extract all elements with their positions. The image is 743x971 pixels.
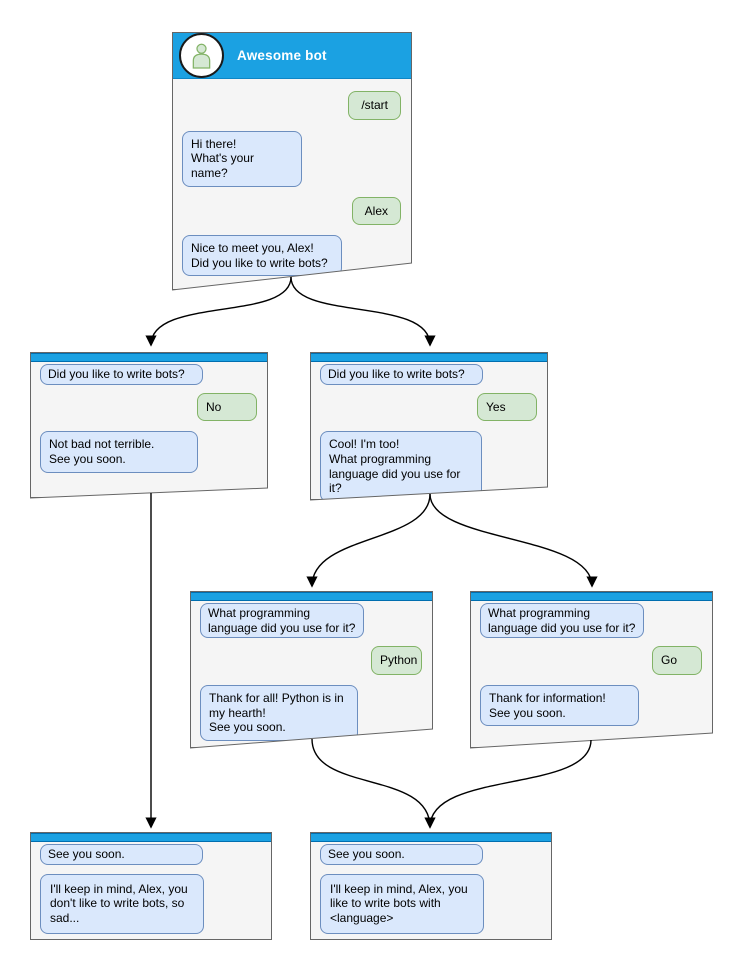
bot-message-bubble[interactable]: Thank for information! See you soon.: [480, 684, 639, 727]
window-title-bar: [311, 833, 551, 842]
user-message-bubble[interactable]: Go: [652, 646, 702, 675]
edge-yes-to-python[interactable]: [306, 493, 431, 588]
chat-window-header: Awesome bot: [173, 33, 411, 79]
chat-window-branch-no[interactable]: Did you like to write bots? No Not bad n…: [30, 352, 268, 498]
user-message-bubble[interactable]: /start: [348, 91, 401, 120]
chat-window-main[interactable]: Awesome bot /start Hi there! What's your…: [172, 32, 412, 290]
chat-messages: Did you like to write bots? Yes Cool! I'…: [311, 362, 547, 500]
window-title-bar: [471, 592, 712, 601]
bot-message-bubble[interactable]: Did you like to write bots?: [40, 364, 203, 385]
bot-message-bubble[interactable]: What programming language did you use fo…: [200, 603, 364, 639]
chat-messages: /start Hi there! What's your name? Alex …: [173, 79, 411, 277]
person-icon: [192, 43, 211, 69]
window-title-bar: [311, 353, 547, 362]
user-message-bubble[interactable]: Python: [371, 646, 422, 675]
edge-python-to-end[interactable]: [311, 738, 436, 829]
window-title-bar: [191, 592, 432, 601]
chat-window-branch-python[interactable]: What programming language did you use fo…: [190, 591, 433, 748]
bot-message-bubble[interactable]: Did you like to write bots?: [320, 364, 483, 385]
window-title-bar: [31, 833, 271, 842]
bot-message-bubble[interactable]: See you soon.: [40, 844, 203, 865]
bot-message-bubble[interactable]: Nice to meet you, Alex! Did you like to …: [182, 235, 342, 277]
bot-message-bubble[interactable]: I'll keep in mind, Alex, you don't like …: [40, 873, 204, 934]
user-message-bubble[interactable]: Alex: [351, 196, 401, 226]
chat-messages: What programming language did you use fo…: [191, 601, 432, 741]
bot-message-bubble[interactable]: Not bad not terrible. See you soon.: [40, 431, 198, 473]
bot-message-bubble[interactable]: See you soon.: [320, 844, 483, 865]
chat-window-branch-go[interactable]: What programming language did you use fo…: [470, 591, 713, 748]
user-message-bubble[interactable]: No: [197, 392, 257, 422]
bot-message-bubble[interactable]: I'll keep in mind, Alex, you like to wri…: [320, 873, 484, 934]
bot-message-bubble[interactable]: Cool! I'm too! What programming language…: [320, 431, 482, 500]
bot-avatar: [179, 33, 224, 78]
chat-window-end-no[interactable]: See you soon. I'll keep in mind, Alex, y…: [30, 832, 272, 940]
edge-main-to-yes[interactable]: [290, 276, 436, 347]
edge-go-to-end[interactable]: [424, 739, 592, 829]
bot-message-bubble[interactable]: Thank for all! Python is in my hearth! S…: [200, 684, 358, 741]
bot-message-bubble[interactable]: Hi there! What's your name?: [182, 130, 302, 187]
bot-name-title: Awesome bot: [237, 48, 327, 63]
chat-messages: Did you like to write bots? No Not bad n…: [31, 362, 267, 473]
chat-messages: See you soon. I'll keep in mind, Alex, y…: [311, 842, 551, 934]
bot-message-bubble[interactable]: What programming language did you use fo…: [480, 603, 644, 639]
user-message-bubble[interactable]: Yes: [477, 392, 537, 422]
chat-window-branch-yes[interactable]: Did you like to write bots? Yes Cool! I'…: [310, 352, 548, 500]
chat-messages: See you soon. I'll keep in mind, Alex, y…: [31, 842, 271, 934]
window-title-bar: [31, 353, 267, 362]
edge-yes-to-go[interactable]: [429, 493, 598, 588]
chat-messages: What programming language did you use fo…: [471, 601, 712, 727]
chat-window-end-yes[interactable]: See you soon. I'll keep in mind, Alex, y…: [310, 832, 552, 940]
